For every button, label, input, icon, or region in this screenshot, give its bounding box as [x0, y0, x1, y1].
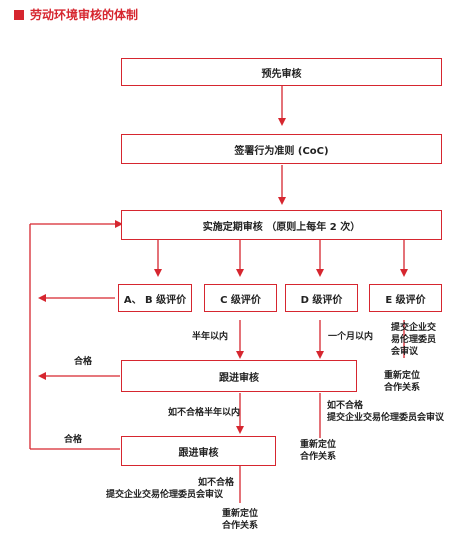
grade-c-box: C 级评价 — [204, 284, 277, 312]
label-submit-e: 提交企业交 易伦理委员 会审议 — [391, 323, 437, 357]
label-one-month: 一个月以内 — [328, 332, 374, 342]
label-realign-3: 重新定位 合作关系 — [222, 509, 259, 531]
label-realign-2: 重新定位 合作关系 — [300, 440, 337, 462]
pre-audit-box: 预先审核 — [121, 58, 442, 86]
grade-e-box: E 级评价 — [369, 284, 442, 312]
followup-audit-box-2: 跟进审核 — [121, 436, 276, 466]
label-fail-final: 如不合格 提交企业交易伦理委员会审议 — [106, 478, 235, 500]
label-fail-d: 如不合格 提交企业交易伦理委员会审议 — [327, 401, 445, 423]
label-pass-2: 合格 — [64, 435, 83, 445]
title-square-icon — [14, 10, 24, 20]
label-fail-half-year: 如不合格半年以内 — [168, 408, 241, 418]
followup-audit-box-1: 跟进审核 — [121, 360, 357, 392]
label-realign-1: 重新定位 合作关系 — [384, 371, 421, 393]
page-title: 劳动环境审核的体制 — [14, 6, 138, 23]
grade-d-box: D 级评价 — [285, 284, 358, 312]
label-half-year: 半年以内 — [192, 332, 229, 342]
coc-box: 签署行为准则 (CoC) — [121, 134, 442, 164]
grade-ab-box: A、 B 级评价 — [118, 284, 192, 312]
periodic-audit-box: 实施定期审核 （原则上每年 2 次） — [121, 210, 442, 240]
label-pass-1: 合格 — [74, 357, 93, 367]
